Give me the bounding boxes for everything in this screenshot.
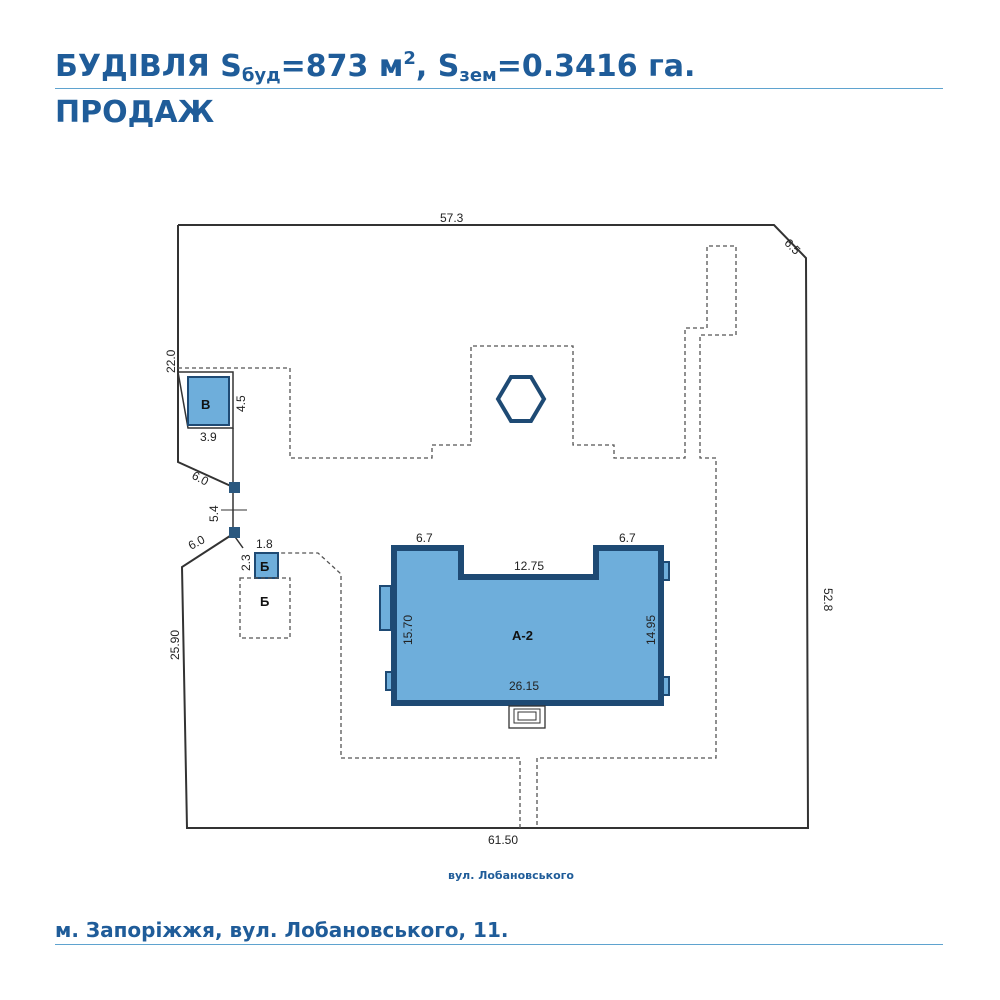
building-v-outline <box>177 371 234 429</box>
dim-diag-upper: 6.0 <box>190 468 212 488</box>
building-b <box>254 552 279 579</box>
dim-right: 52.8 <box>821 588 835 612</box>
annex-west <box>379 585 392 631</box>
dim-a2-left: 15.70 <box>401 615 415 645</box>
title-area-land: =0.3416 га. <box>496 49 696 84</box>
dim-v-width: 3.9 <box>200 430 217 444</box>
dim-left-upper: 22.0 <box>164 349 178 373</box>
title-comma-s: , S <box>415 49 460 84</box>
hexagon-feature <box>495 375 547 423</box>
dim-corner: 6.5 <box>782 236 804 258</box>
dim-a2-bottom: 26.15 <box>509 679 539 693</box>
street-label: вул. Лобановського <box>448 869 574 882</box>
building-b-dashed-label: Б <box>260 594 269 609</box>
page-subtitle: ПРОДАЖ <box>55 95 215 130</box>
title-prefix: БУДІВЛЯ S <box>55 49 242 84</box>
dim-top: 57.3 <box>440 211 464 225</box>
dim-gap: 5.4 <box>207 505 221 522</box>
dim-bottom: 61.50 <box>488 833 518 847</box>
post-lower <box>229 527 240 538</box>
building-a2-label: А-2 <box>512 628 533 643</box>
courtyard-outline <box>178 245 737 828</box>
post-upper <box>229 482 240 493</box>
dim-a2-right-wing: 6.7 <box>619 531 636 545</box>
dim-a2-notch: 12.75 <box>514 559 544 573</box>
footer-rule <box>55 944 943 945</box>
building-a2 <box>391 545 664 706</box>
building-v-label: В <box>201 397 210 412</box>
dim-diag-lower: 6.0 <box>186 532 208 552</box>
title-area-building: =873 м <box>280 49 404 84</box>
porch-step <box>513 708 541 724</box>
title-rule <box>55 88 943 89</box>
dim-a2-right: 14.95 <box>644 615 658 645</box>
dim-left-lower: 25.90 <box>168 630 182 660</box>
address: м. Запоріжжя, вул. Лобановського, 11. <box>55 918 509 942</box>
dim-b-width: 1.8 <box>256 537 273 551</box>
title-sub-zem: зем <box>459 65 497 86</box>
porch-step-inner <box>517 711 537 721</box>
dim-b-height: 2.3 <box>239 554 253 571</box>
building-b-dashed <box>239 577 291 639</box>
title-sub-bud: буд <box>241 65 281 86</box>
page-title: БУДІВЛЯ Sбуд=873 м2, Sзем=0.3416 га. <box>55 50 695 85</box>
site-boundary <box>177 224 810 829</box>
dim-a2-left-wing: 6.7 <box>416 531 433 545</box>
dim-v-height: 4.5 <box>234 395 248 412</box>
building-v <box>187 376 230 426</box>
building-b-label: Б <box>260 559 269 574</box>
title-sup-2: 2 <box>403 48 416 69</box>
